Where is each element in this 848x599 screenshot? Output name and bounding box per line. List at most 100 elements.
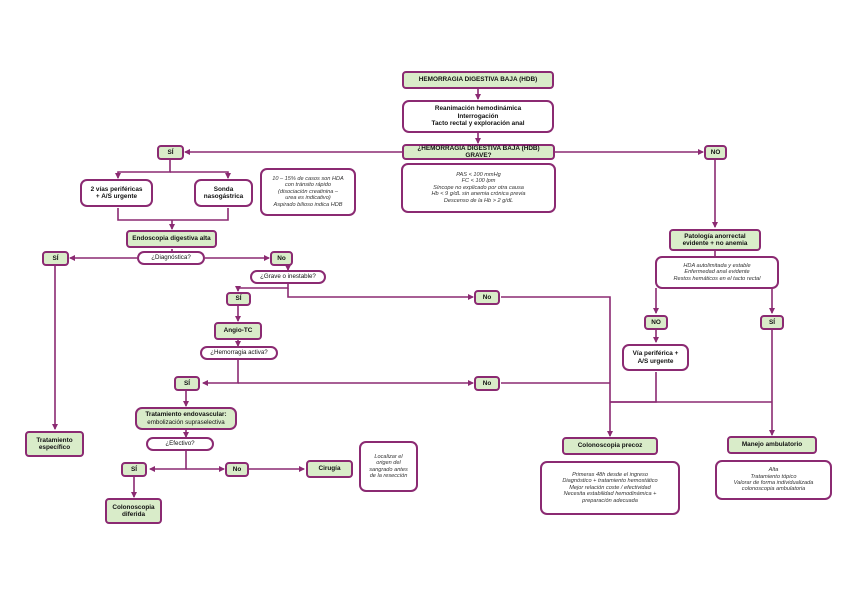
reanimacion-node: Reanimación hemodinámica Interrogación T…	[402, 100, 554, 133]
no-diagnostica-node: No	[270, 251, 293, 266]
localizar-line-4: de la resección	[369, 472, 408, 479]
no-top-text: NO	[710, 148, 721, 156]
manejo-ambulatorio-text: Manejo ambulatorio	[741, 441, 803, 449]
colonoscopia-precoz-node: Colonoscopia precoz	[562, 437, 658, 455]
si-grave-text: SÍ	[235, 295, 242, 303]
cirugia-text: Cirugía	[318, 465, 341, 473]
no-activa-node: No	[474, 376, 500, 391]
no-grave-text: No	[482, 293, 492, 301]
tto-endovascular-line-1: Tratamiento endovascular:	[145, 411, 227, 419]
localizar-line-3: sangrado antes	[369, 466, 408, 473]
hda-note-line-5: Aspirado bilioso indica HDB	[273, 201, 343, 208]
si-top-text: SÍ	[167, 148, 174, 156]
si-top-node: SÍ	[157, 145, 184, 160]
criteria-note: PAS < 100 mmHg FC < 100 lpm Síncope no e…	[401, 163, 556, 213]
precoz-note: Primeras 48h desde el ingreso Diagnóstic…	[540, 461, 680, 515]
ambulatorio-line-4: colonoscopia ambulatoria	[741, 486, 806, 493]
no-grave-node: No	[474, 290, 500, 305]
localizar-line-1: Localizar el	[374, 453, 403, 460]
efectivo-question-text: ¿Efectivo?	[165, 440, 195, 448]
hda-note: 10 – 15% de casos son HDA con tránsito r…	[260, 168, 356, 216]
reanimacion-line-2: Interrogación	[457, 112, 499, 120]
no-top-node: NO	[704, 145, 727, 160]
angio-tc-text: Angio-TC	[223, 327, 253, 335]
si-activa-text: SÍ	[183, 379, 191, 387]
tratamiento-especifico-line-1: Tratamiento	[36, 436, 73, 444]
tratamiento-especifico-node: Tratamiento específico	[25, 431, 84, 457]
si-efectivo-node: SÍ	[121, 462, 147, 477]
vias-line-2: + A/S urgente	[95, 193, 138, 200]
sonda-line-2: nasogástrica	[203, 193, 244, 200]
reanimacion-line-1: Reanimación hemodinámica	[434, 105, 522, 113]
precoz-line-1: Primeras 48h desde el ingreso	[572, 471, 648, 478]
tratamiento-endovascular-node: Tratamiento endovascular: embolización s…	[135, 407, 237, 430]
localizar-line-2: origen del	[376, 460, 401, 467]
patologia-anorrectal-node: Patología anorrectal evidente + no anemi…	[669, 229, 761, 251]
no-efectivo-text: No	[232, 465, 242, 473]
no-diagnostica-text: No	[277, 254, 286, 262]
hda-note-line-1: 10 – 15% de casos son HDA	[272, 175, 344, 182]
manejo-ambulatorio-node: Manejo ambulatorio	[727, 436, 817, 454]
no-right-node: NO	[644, 315, 668, 330]
precoz-line-2: Diagnóstico + tratamiento hemostático	[562, 478, 658, 485]
cirugia-node: Cirugía	[306, 460, 353, 478]
ambulatorio-note: Alta Tratamiento tópico Valorar de forma…	[715, 460, 832, 500]
si-diagnostica-node: SÍ	[42, 251, 69, 266]
ambulatorio-line-2: Tratamiento tópico	[750, 473, 797, 480]
criteria-line-1: PAS < 100 mmHg	[456, 171, 501, 178]
vias-perifericas-node: 2 vías periféricas + A/S urgente	[80, 179, 153, 207]
hda-note-line-3: (disociación creatinina –	[277, 188, 338, 195]
si-grave-node: SÍ	[226, 292, 251, 306]
si-efectivo-text: SÍ	[130, 465, 138, 473]
colonoscopia-diferida-node: Colonoscopia diferida	[105, 498, 162, 524]
no-right-text: NO	[651, 318, 661, 326]
criteria-line-5: Descenso de la Hb > 2 g/dL	[443, 197, 514, 204]
hemorragia-activa-question-node: ¿Hemorragia activa?	[200, 346, 278, 360]
reanimacion-line-3: Tacto rectal y exploración anal	[431, 120, 525, 128]
via-periferica-node: Vía periférica + A/S urgente	[622, 344, 689, 371]
grave-question-text: ¿HEMORRAGIA DIGESTIVA BAJA (HDB) GRAVE?	[417, 144, 540, 159]
hdb-title-node: HEMORRAGIA DIGESTIVA BAJA (HDB)	[402, 71, 554, 89]
endoscopia-text: Endoscopia digestiva alta	[132, 235, 211, 243]
hda-estable-line-2: Enfermedad anal evidente	[684, 269, 750, 276]
sonda-nasogastrica-node: Sonda nasogástrica	[194, 179, 253, 207]
grave-question-node: ¿HEMORRAGIA DIGESTIVA BAJA (HDB) GRAVE?	[402, 144, 555, 160]
endoscopia-node: Endoscopia digestiva alta	[126, 230, 217, 248]
precoz-line-4: Necesita estabilidad hemodinámica +	[563, 491, 657, 498]
localizar-note: Localizar el origen del sangrado antes d…	[359, 441, 418, 492]
diagnostica-question-text: ¿Diagnóstica?	[151, 254, 191, 262]
diagnostica-question-node: ¿Diagnóstica?	[137, 251, 205, 265]
no-efectivo-node: No	[225, 462, 249, 477]
precoz-line-5: preparación adecuada	[582, 497, 638, 504]
colonoscopia-diferida-line-1: Colonoscopia	[112, 503, 155, 511]
hda-estable-line-3: Restos hemáticos en el tacto rectal	[673, 275, 761, 282]
hdb-title-text: HEMORRAGIA DIGESTIVA BAJA (HDB)	[418, 76, 538, 84]
si-right-node: SÍ	[760, 315, 784, 330]
sonda-line-1: Sonda	[213, 185, 234, 193]
ambulatorio-line-1: Alta	[768, 467, 779, 474]
si-activa-node: SÍ	[174, 376, 200, 391]
criteria-line-3: Síncope no explicado por otra causa	[433, 184, 524, 191]
via-periferica-line-2: A/S urgente	[637, 357, 674, 365]
efectivo-question-node: ¿Efectivo?	[146, 437, 214, 451]
criteria-line-4: Hb < 9 g/dL sin anemia crónica previa	[431, 191, 526, 198]
hda-estable-note: HDA autolimitada y estable Enfermedad an…	[655, 256, 779, 289]
hda-note-line-4: urea es indicativo)	[285, 195, 331, 202]
precoz-line-3: Mejor relación coste / efectividad	[569, 484, 651, 491]
vias-line-1: 2 vías periféricas	[90, 185, 143, 193]
hda-estable-line-1: HDA autolimitada y estable	[683, 262, 751, 269]
patologia-line-1: Patología anorrectal	[684, 232, 746, 240]
hemorragia-activa-question-text: ¿Hemorragia activa?	[210, 349, 268, 357]
grave-inestable-question-node: ¿Grave o inestable?	[250, 270, 326, 284]
via-periferica-line-1: Vía periférica +	[632, 350, 679, 358]
colonoscopia-diferida-line-2: diferida	[121, 511, 146, 518]
si-right-text: SÍ	[768, 318, 776, 326]
colonoscopia-precoz-text: Colonoscopia precoz	[577, 442, 643, 450]
tratamiento-especifico-line-2: específico	[38, 444, 71, 451]
ambulatorio-line-3: Valorar de forma individualizada	[733, 480, 814, 486]
hda-note-line-2: con tránsito rápido	[284, 182, 332, 189]
si-diagnostica-text: SÍ	[52, 254, 59, 262]
no-activa-text: No	[482, 379, 492, 387]
patologia-line-2: evidente + no anemia	[682, 240, 748, 247]
